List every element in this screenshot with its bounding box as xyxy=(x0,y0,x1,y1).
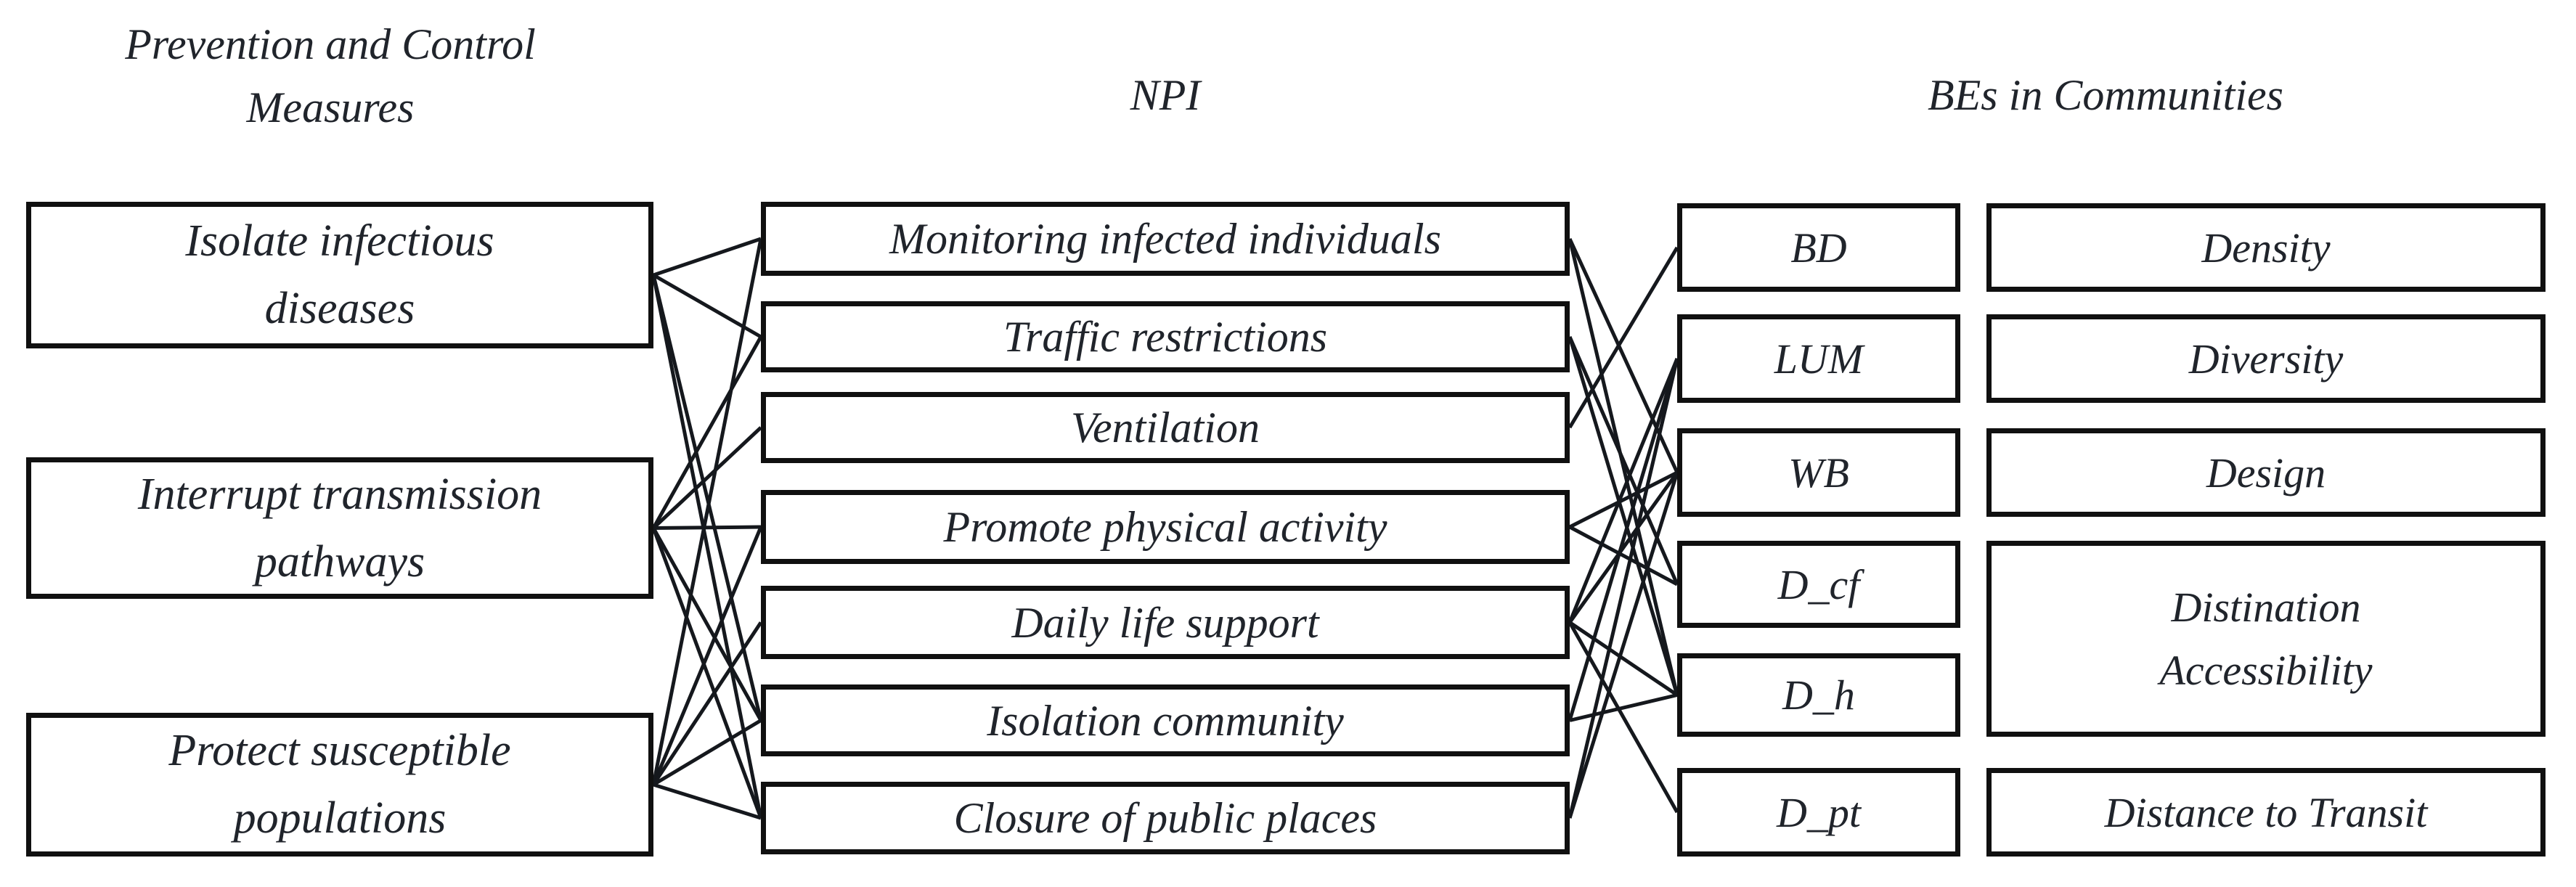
be-code-box-bd: BD xyxy=(1677,203,1960,292)
box-label-line: D_h xyxy=(1782,671,1855,719)
npi-box-daily-life-support: Daily life support xyxy=(761,586,1570,659)
box-label-line: Density xyxy=(2201,224,2331,271)
npi-box-promote-physical-activity: Promote physical activity xyxy=(761,490,1570,564)
box-label-line: Distination xyxy=(2171,584,2361,631)
measure-box-interrupt: Interrupt transmission pathways xyxy=(26,457,653,599)
column-header-prevention-measures: Prevention and Control Measures xyxy=(125,20,536,131)
connection-line xyxy=(1568,472,1679,819)
box-label-line: Accessibility xyxy=(2159,647,2373,694)
box-label-line: Isolate infectious xyxy=(185,216,494,266)
box-label-line: diseases xyxy=(264,284,415,333)
connection-line xyxy=(651,274,763,819)
be-label-box-density: Density xyxy=(1986,203,2546,292)
npi-box-isolation-community: Isolation community xyxy=(761,684,1570,756)
be-code-box-wb: WB xyxy=(1677,428,1960,517)
box-label-line: Design xyxy=(2206,449,2326,496)
box-label-line: D_pt xyxy=(1777,788,1861,836)
box-label-line: Promote physical activity xyxy=(943,503,1387,551)
connection-line xyxy=(653,525,762,530)
connection-line xyxy=(651,335,763,529)
be-label-box-diversity: Diversity xyxy=(1986,314,2546,403)
box-label-line: Diversity xyxy=(2188,335,2344,383)
connection-line xyxy=(1568,358,1679,624)
box-label-line: populations xyxy=(233,793,447,843)
be-code-box-d-pt: D_pt xyxy=(1677,768,1960,857)
box-label-line: BD xyxy=(1790,224,1847,271)
connection-line xyxy=(651,527,763,819)
measure-box-isolate: Isolate infectious diseases xyxy=(26,202,653,348)
box-label-line: Monitoring infected individuals xyxy=(889,215,1441,263)
box-label-line: Protect susceptible xyxy=(168,726,511,775)
connection-line xyxy=(1568,358,1679,722)
be-label-box-distance-to-transit: Distance to Transit xyxy=(1986,768,2546,857)
be-code-box-d-cf: D_cf xyxy=(1677,541,1960,628)
npi-box-traffic-restrictions: Traffic restrictions xyxy=(761,301,1570,372)
connection-line xyxy=(1568,336,1679,585)
connection-line xyxy=(652,719,762,787)
connection-line xyxy=(1568,471,1679,624)
connection-line xyxy=(1568,470,1679,529)
box-label-line: Interrupt transmission xyxy=(137,469,542,519)
box-label-line: Closure of public places xyxy=(953,794,1377,842)
column-header-npi: NPI xyxy=(1130,71,1201,119)
connection-line xyxy=(1569,693,1678,722)
be-code-box-lum: LUM xyxy=(1677,314,1960,403)
box-label-line: WB xyxy=(1788,449,1849,496)
be-code-box-d-h: D_h xyxy=(1677,653,1960,737)
npi-box-monitoring: Monitoring infected individuals xyxy=(761,202,1570,276)
box-label-line: D_cf xyxy=(1777,560,1860,608)
box-label-line: Distance to Transit xyxy=(2104,788,2428,836)
box-label-line: Traffic restrictions xyxy=(1003,313,1328,361)
connection-line xyxy=(651,526,763,785)
box-label-line: pathways xyxy=(254,536,425,586)
connection-line xyxy=(1568,238,1679,696)
box-label-line: Isolation community xyxy=(987,696,1344,745)
column-header-bes-in-communities: BEs in Communities xyxy=(1928,71,2283,119)
box-label-line: Daily life support xyxy=(1011,598,1319,647)
box-label-line: Ventilation xyxy=(1071,404,1260,451)
connection-line xyxy=(651,621,763,786)
box-label-line: LUM xyxy=(1774,335,1864,383)
connection-line xyxy=(1568,358,1679,819)
npi-box-closure-of-public-places: Closure of public places xyxy=(761,782,1570,854)
measure-box-protect: Protect susceptible populations xyxy=(26,713,653,857)
connection-line xyxy=(651,527,763,722)
connection-line xyxy=(653,782,762,820)
connection-line xyxy=(651,238,763,785)
connection-line xyxy=(1568,621,1679,697)
npi-box-ventilation: Ventilation xyxy=(761,392,1570,463)
connection-line xyxy=(652,426,762,530)
connection-line xyxy=(1568,246,1679,429)
connection-line xyxy=(1568,525,1679,586)
be-label-box-design: Design xyxy=(1986,428,2546,517)
connection-line xyxy=(653,237,762,277)
